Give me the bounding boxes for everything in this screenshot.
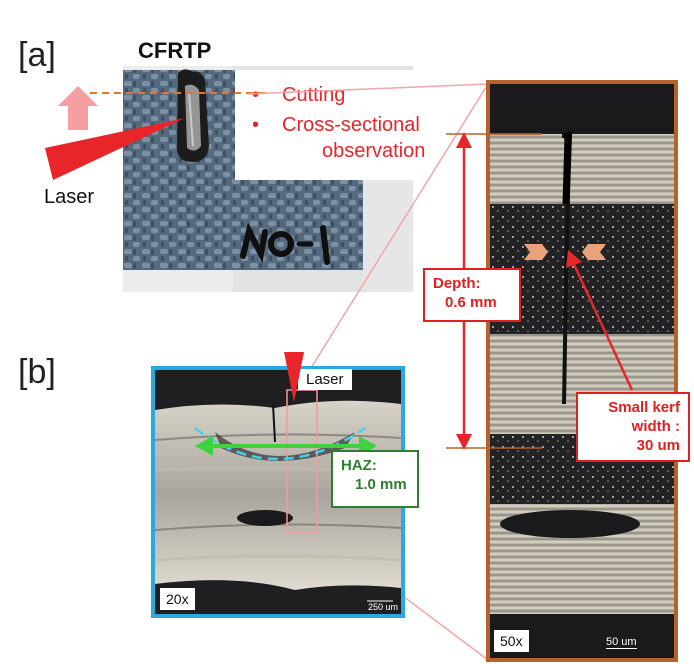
kerf-label-2: width :: [631, 418, 680, 435]
kerf-value: 30 um: [636, 437, 680, 454]
step-cross-sectional: Cross-sectional: [282, 114, 420, 136]
laser-label-b: Laser: [298, 369, 352, 390]
sample-title: CFRTP: [138, 38, 212, 63]
kerf-pointer-arrow: [566, 250, 634, 391]
scale-bar-50um: 50 um: [606, 636, 637, 649]
depth-value: 0.6 mm: [445, 294, 497, 311]
panel-label-b: [b]: [18, 353, 56, 391]
laser-label-a: Laser: [44, 186, 95, 208]
depth-callout: Depth: 0.6 mm: [423, 268, 521, 322]
step-cutting: Cutting: [282, 84, 346, 106]
haz-value: 1.0 mm: [355, 476, 407, 493]
kerf-callout: Small kerf width : 30 um: [576, 392, 690, 462]
magnification-20x: 20x: [160, 588, 195, 610]
bullet-2: •: [252, 114, 260, 136]
direction-up-arrow-icon: [58, 86, 98, 130]
micrograph-20x: [151, 366, 405, 618]
laser-beam-wedge-b: [284, 352, 304, 402]
kerf-label-1: Small kerf: [608, 399, 680, 416]
haz-callout: HAZ: 1.0 mm: [331, 450, 419, 508]
magnification-50x: 50x: [494, 630, 529, 652]
laser-beam-wedge: [45, 118, 185, 180]
cut-line: [90, 92, 266, 94]
haz-label: HAZ:: [341, 457, 377, 474]
step-observation: observation: [322, 140, 426, 162]
panel-label-a: [a]: [18, 36, 56, 74]
scale-bar-250um: 250 um: [368, 602, 399, 612]
bullet-1: •: [252, 84, 260, 106]
depth-label: Depth:: [433, 275, 481, 292]
